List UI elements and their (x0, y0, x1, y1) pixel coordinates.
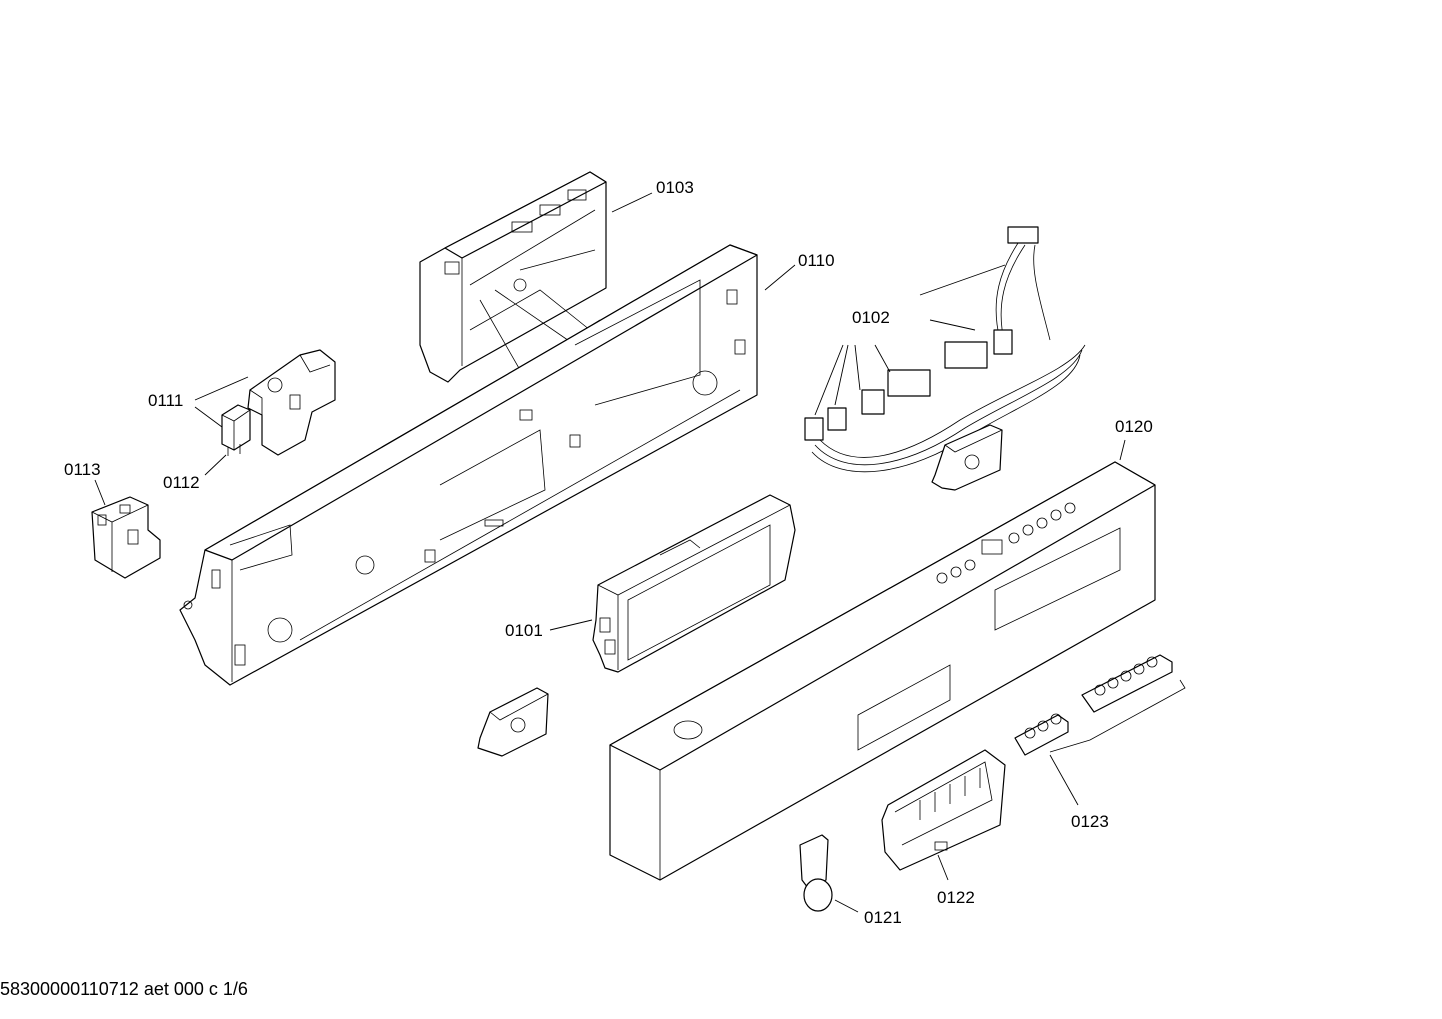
label-0113: 0113 (64, 460, 101, 479)
part-0120-front-panel (609, 461, 1156, 881)
label-0121: 0121 (864, 908, 902, 927)
label-0103: 0103 (656, 178, 694, 197)
part-clip-lower (477, 687, 549, 757)
part-0113-connector-block (91, 496, 161, 579)
drawing-number-footer: 58300000110712 aet 000 c 1/6 (0, 979, 248, 999)
part-clip-upper (931, 424, 1003, 491)
label-0123: 0123 (1071, 812, 1109, 831)
part-0122-keypad (881, 749, 1006, 871)
part-0112-small-component (221, 404, 251, 456)
part-labels: 0103 0110 0102 0111 0112 0113 0120 0101 … (64, 178, 1153, 927)
label-0122: 0122 (937, 888, 975, 907)
label-0112: 0112 (163, 473, 200, 492)
label-0102: 0102 (852, 308, 890, 327)
part-0110-frame-rail (179, 244, 758, 686)
part-0102-wiring-harness (804, 226, 1086, 473)
part-0101-display-module (592, 494, 796, 673)
part-0111-switch-bracket (247, 349, 336, 456)
label-0111: 0111 (148, 391, 183, 410)
label-0120: 0120 (1115, 417, 1153, 436)
label-0110: 0110 (798, 251, 835, 270)
part-0103-control-module (419, 171, 607, 383)
part-0121-knob (799, 834, 833, 912)
part-0123-button-strips (1014, 654, 1186, 756)
leader-lines (94, 192, 1126, 913)
label-0101: 0101 (505, 621, 543, 640)
